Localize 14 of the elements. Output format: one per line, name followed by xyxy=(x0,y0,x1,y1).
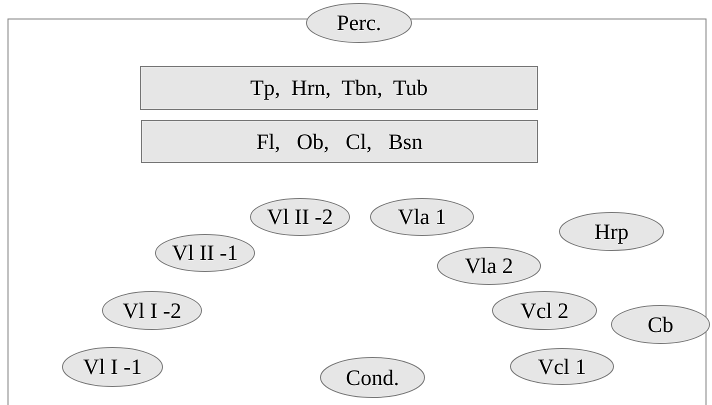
instrument-label: Vl II -1 xyxy=(172,240,238,266)
instrument-label: Vl I -2 xyxy=(122,298,182,324)
instrument-label: Vcl 2 xyxy=(520,298,569,324)
instrument-label: Vl I -1 xyxy=(83,354,142,380)
instrument-label: Fl, Ob, Cl, Bsn xyxy=(256,128,423,154)
instrument-label: Cb xyxy=(648,312,674,338)
instrument-label: Cond. xyxy=(346,364,400,390)
instrument-label: Vcl 1 xyxy=(538,354,586,380)
instrument-label: Vla 2 xyxy=(464,253,514,279)
instrument-label: Vl II -2 xyxy=(267,204,333,230)
instrument-label: Hrp xyxy=(594,218,629,244)
instrument-label: Vla 1 xyxy=(398,204,446,230)
instrument-label: Perc. xyxy=(336,10,382,36)
instrument-label: Tp, Hrn, Tbn, Tub xyxy=(250,75,428,101)
